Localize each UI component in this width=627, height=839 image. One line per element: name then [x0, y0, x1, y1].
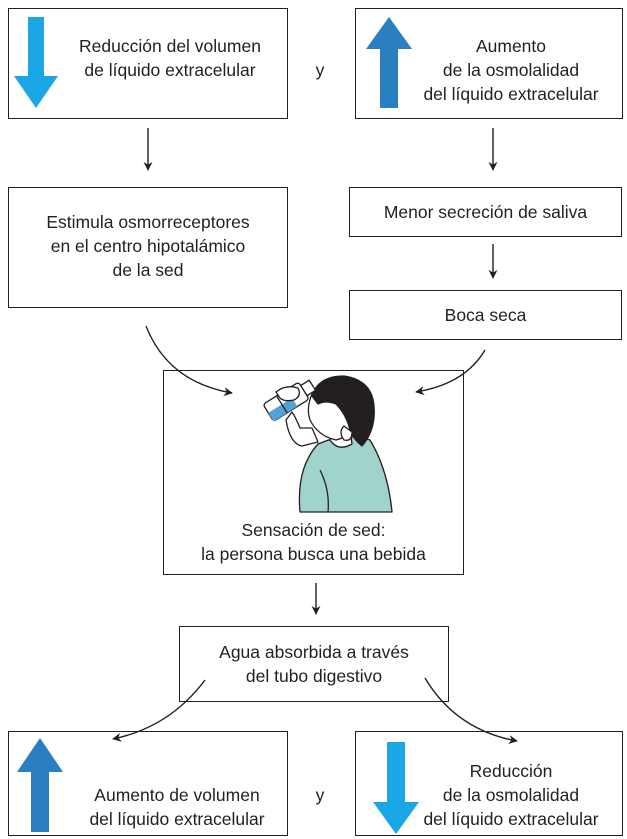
connector-curve-arrow — [424, 677, 518, 744]
text-increased-osmolality: Aumento de la osmolalidad del líquido ex… — [423, 36, 599, 104]
connector-curve-arrow — [415, 349, 486, 396]
up-arrow-icon — [366, 17, 412, 108]
box-osmoreceptors — [8, 187, 288, 308]
text-less-saliva: Menor secreción de saliva — [383, 202, 588, 222]
conjunction-y-bottom: y — [315, 785, 325, 805]
box-increased-osmolality — [355, 8, 623, 119]
text-reduced-osmolality: Reducción de la osmolalidad del líquido … — [423, 761, 599, 829]
up-arrow-icon — [17, 738, 63, 832]
text-increased-volume: Aumento de volumen del líquido extracelu… — [89, 785, 265, 829]
box-water-absorbed — [179, 626, 449, 702]
down-arrow-icon — [14, 17, 58, 108]
box-dry-mouth — [349, 290, 622, 340]
connector-curve-arrow — [145, 325, 233, 397]
text-water-absorbed: Agua absorbida a través del tubo digesti… — [219, 642, 409, 686]
conjunction-y-top: y — [315, 60, 325, 80]
box-reduced-volume — [8, 8, 288, 119]
text-thirst-sensation: Sensación de sed: la persona busca una b… — [201, 520, 426, 564]
text-osmoreceptors: Estimula osmorreceptores en el centro hi… — [46, 212, 250, 280]
connector-curve-arrow — [112, 679, 206, 742]
drinking-person-illustration — [263, 375, 393, 513]
box-increased-volume — [8, 731, 288, 836]
down-arrow-icon — [373, 742, 419, 834]
text-reduced-volume: Reducción del volumen de líquido extrace… — [79, 36, 261, 80]
text-dry-mouth: Boca seca — [444, 305, 527, 325]
box-less-saliva — [349, 187, 622, 237]
